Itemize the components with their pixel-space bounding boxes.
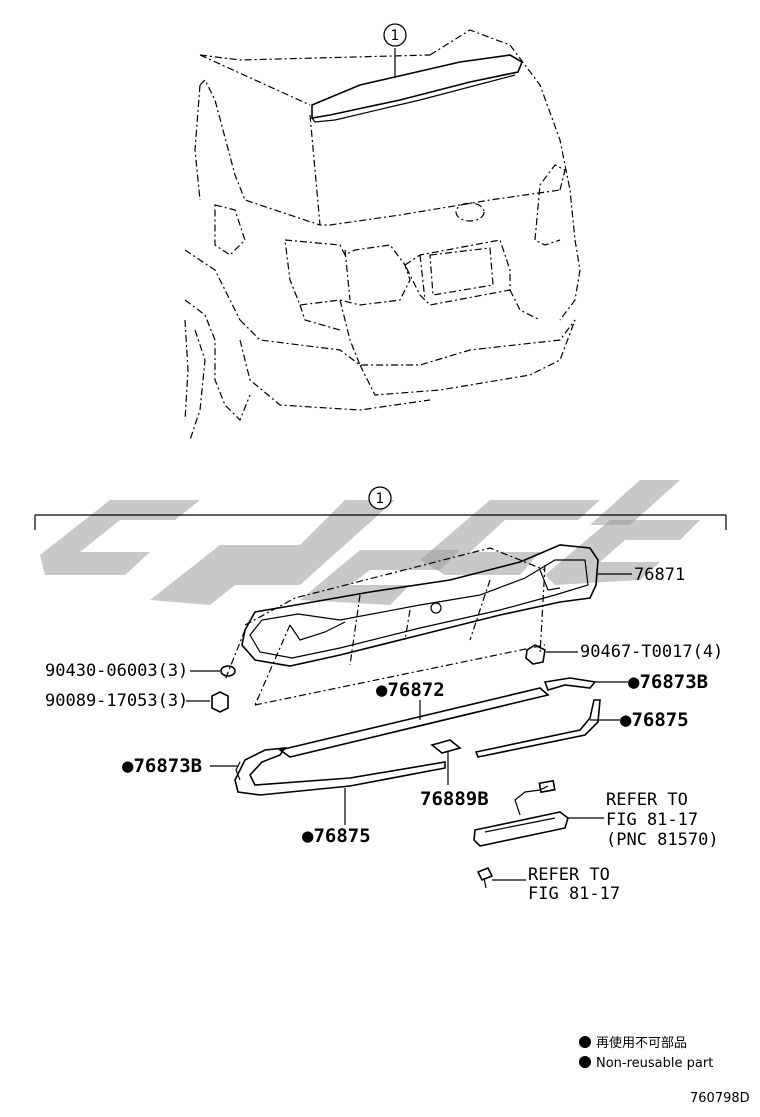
pad-76873b-right: [543, 677, 628, 691]
figure-code: 760798D: [690, 1091, 750, 1106]
callout-top: 1: [383, 23, 407, 47]
assembly-bracket: 1: [34, 486, 727, 530]
label-76872: ●76872: [376, 679, 445, 701]
legend-en: Non-reusable part: [596, 1056, 713, 1071]
label-76875-left: ●76875: [302, 825, 371, 847]
refer1-line2: FIG 81-17: [606, 810, 698, 830]
label-76873b-right: ●76873B: [628, 671, 708, 693]
legend-jp: 再使用不可部品: [596, 1035, 687, 1051]
refer2-line1: REFER TO: [528, 865, 610, 885]
tape-76872: [278, 687, 550, 758]
stop-lamp-assembly: [473, 779, 604, 847]
clip-90467: [525, 644, 578, 665]
label-76871: 76871: [634, 565, 685, 585]
label-76873b-left: ●76873B: [122, 755, 202, 777]
label-76875-right: ●76875: [620, 709, 689, 731]
pad-76889b: [430, 739, 462, 785]
refer2-line2: FIG 81-17: [528, 884, 620, 904]
callout-top-number: 1: [391, 28, 400, 44]
callout-group-number: 1: [376, 491, 385, 507]
nut-90430: [190, 665, 236, 677]
nut-90089: [186, 691, 229, 713]
vehicle-rear-view: [184, 29, 581, 441]
molding-76875-right: [474, 699, 620, 758]
refer1-line1: REFER TO: [606, 790, 688, 810]
molding-lower-left: [210, 747, 446, 825]
label-76889b: 76889B: [420, 788, 489, 810]
label-90089: 90089-17053(3): [45, 691, 188, 711]
label-90467: 90467-T0017(4): [580, 642, 723, 662]
rear-spoiler-on-vehicle: [311, 48, 523, 123]
watermark-logo: [40, 480, 700, 605]
legend: 再使用不可部品 Non-reusable part: [579, 1035, 713, 1071]
refer1-line3: (PNC 81570): [606, 830, 719, 850]
screw: [476, 866, 526, 889]
spoiler-sub-assembly: [224, 544, 632, 706]
label-90430: 90430-06003(3): [45, 661, 188, 681]
